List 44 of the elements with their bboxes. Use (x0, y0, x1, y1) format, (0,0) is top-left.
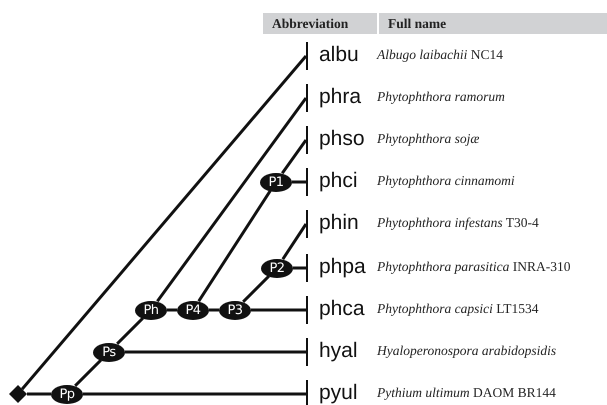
tree-branch (293, 266, 306, 270)
tree-branch (242, 275, 270, 303)
species-name: Phytophthora infestans T30-4 (377, 215, 539, 231)
tree-branch (74, 359, 102, 387)
species-name: Phytophthora ramorum (377, 89, 505, 105)
tree-branch (282, 223, 308, 260)
species-name: Phytophthora parasitica INRA-310 (377, 259, 570, 275)
taxon-abbreviation: phci (319, 168, 358, 194)
column-header: Full name (379, 13, 607, 34)
tree-branch (27, 392, 51, 396)
tree-branch (251, 308, 306, 312)
taxon-abbreviation: phpa (319, 254, 366, 280)
species-name: Pythium ultimum DAOM BR144 (377, 385, 556, 401)
column-header: Abbreviation (263, 13, 377, 34)
species-name: Hyaloperonospora arabidopsidis (377, 343, 556, 359)
taxon-abbreviation: albu (319, 42, 359, 68)
taxon-abbreviation: hyal (319, 338, 358, 364)
taxon-abbreviation: phso (319, 126, 365, 152)
taxon-abbreviation: phra (319, 84, 362, 110)
clade-node-label: P1 (260, 172, 292, 192)
species-name: Albugo laibachii NC14 (377, 47, 504, 63)
tree-branch (156, 97, 308, 302)
clade-node-label: P2 (261, 258, 293, 278)
tree-branch (83, 392, 306, 396)
root-diamond (9, 385, 27, 403)
clade-node-label: P4 (177, 300, 209, 320)
tree-branch (197, 190, 272, 302)
tree-branch (116, 317, 144, 345)
species-name: Phytophthora sojæ (377, 131, 480, 147)
tree-branch (292, 180, 306, 184)
tree-branch (167, 308, 177, 312)
taxon-abbreviation: phca (319, 296, 365, 322)
clade-node-label: Ps (93, 342, 125, 362)
clade-node-label: Pp (51, 384, 83, 404)
species-name: Phytophthora capsici LT1534 (377, 301, 538, 317)
clade-node-label: Ph (135, 300, 167, 320)
taxon-abbreviation: phin (319, 210, 359, 236)
taxon-abbreviation: pyul (319, 380, 358, 405)
tree-branch (209, 308, 219, 312)
species-name: Phytophthora cinnamomi (377, 173, 515, 189)
tree-branch (281, 139, 308, 174)
tree-branch (21, 55, 308, 390)
tree-branch (125, 350, 306, 354)
clade-node-label: P3 (219, 300, 251, 320)
